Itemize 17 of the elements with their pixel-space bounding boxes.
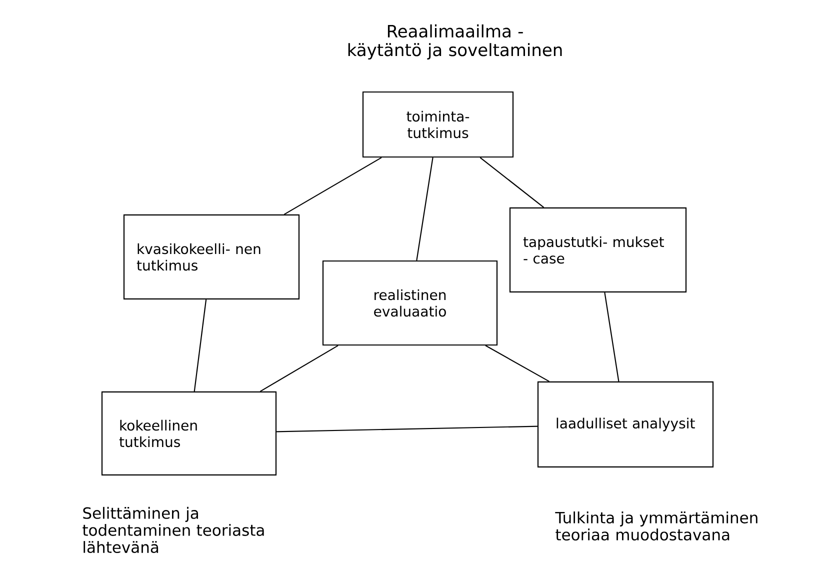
connector-line	[485, 345, 550, 382]
method-box: laadulliset analyysit	[537, 381, 714, 468]
method-box: toiminta- tutkimus	[362, 91, 514, 158]
method-box: kvasikokeelli- nen tutkimus	[123, 214, 300, 300]
method-box: kokeellinen tutkimus	[101, 391, 277, 476]
corner-label: Reaalimaailma - käytäntö ja soveltaminen	[348, 24, 562, 60]
connector-line	[276, 426, 538, 432]
connector-line	[194, 299, 207, 392]
method-box: realistinen evaluaatio	[322, 260, 498, 346]
method-box: tapaustutki- mukset - case	[509, 207, 687, 293]
connector-line	[284, 157, 382, 215]
connector-line	[480, 157, 544, 208]
corner-label: Selittäminen ja todentaminen teoriasta lähtevänä	[82, 506, 264, 554]
corner-label: Tulkinta ja ymmärtäminen teoriaa muodostavana	[555, 511, 758, 540]
connector-line	[260, 345, 338, 392]
connector-line	[416, 157, 434, 261]
connector-line	[604, 292, 620, 382]
